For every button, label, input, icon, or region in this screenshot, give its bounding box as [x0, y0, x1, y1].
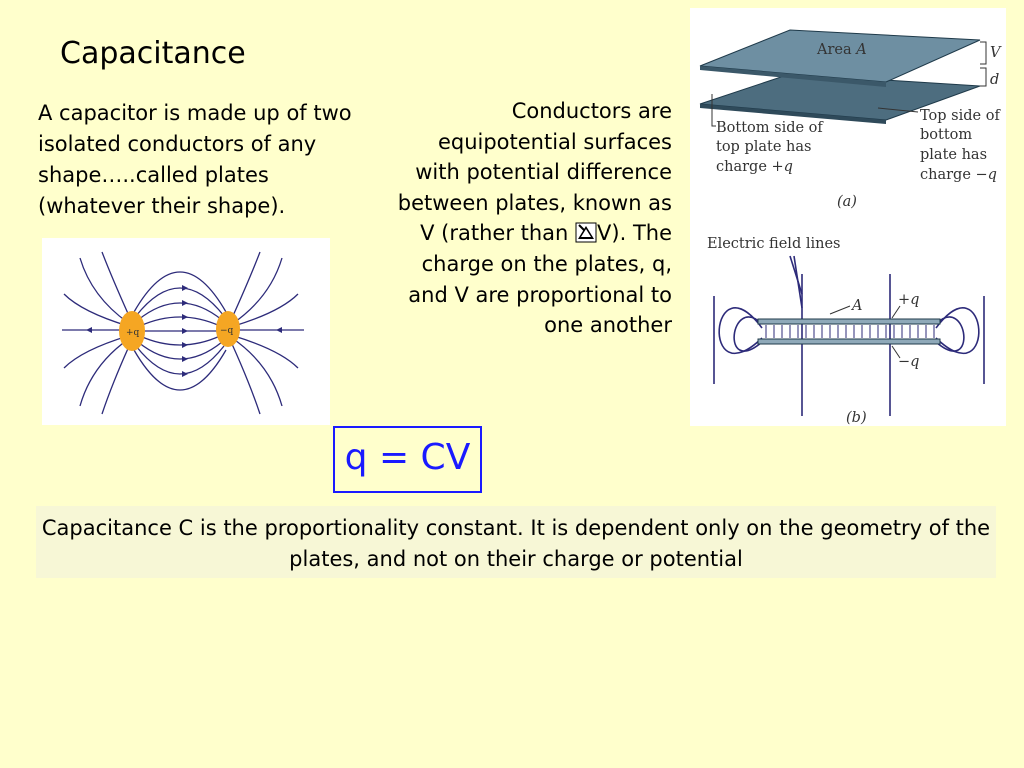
top-side-line2: bottom — [920, 127, 972, 143]
plus-q-label: +q — [126, 328, 140, 338]
area-label: Area A — [816, 42, 867, 58]
d-label: d — [990, 72, 999, 88]
parallel-plate-figure: Area A V d Bottom side of top plate has … — [690, 8, 1006, 426]
top-side-line3: plate has — [920, 147, 987, 163]
capacitance-equation: q = CV — [344, 437, 471, 478]
capacitance-definition: Capacitance C is the proportionality con… — [41, 516, 991, 571]
equation-box: q = CV — [333, 426, 482, 493]
top-plate — [699, 29, 981, 83]
dipole-field-lines — [62, 251, 304, 415]
field-arrows — [86, 285, 282, 377]
top-side-line1: Top side of — [920, 108, 1001, 124]
plate-dimension-marks — [711, 41, 987, 127]
top-side-line4: charge −q — [920, 167, 997, 183]
dipole-field-figure: +q −q — [42, 238, 330, 425]
fringe-field-lines — [713, 255, 985, 416]
equipotential-description: Conductors are equipotential surfaces wi… — [390, 96, 672, 341]
delta-v-glyph-icon — [575, 222, 597, 243]
negative-charge — [216, 311, 240, 347]
plus-q-label-b: +q — [898, 292, 919, 308]
caption-b: (b) — [846, 410, 867, 426]
equipotential-text-part2: V). The charge on the plates, q, and V a… — [408, 221, 672, 338]
minus-q-label-b: −q — [898, 354, 919, 370]
b-leader-lines — [829, 305, 901, 359]
efield-label: Electric field lines — [707, 236, 840, 252]
bottom-side-line2: top plate has — [716, 139, 811, 155]
plates-diagram — [699, 29, 981, 124]
bottom-side-line1: Bottom side of — [716, 120, 824, 136]
capacitor-description: A capacitor is made up of two isolated c… — [38, 101, 352, 218]
caption-a: (a) — [837, 194, 857, 210]
bottom-side-line3: charge +q — [716, 159, 793, 175]
v-label: V — [990, 45, 1002, 61]
equipotential-text-part1: Conductors are equipotential surfaces wi… — [397, 99, 672, 246]
field-plates-b — [757, 318, 941, 345]
slide-title: Capacitance — [60, 36, 246, 71]
a-label-b: A — [850, 298, 862, 314]
positive-charge — [119, 311, 145, 351]
definition-box: Capacitance C is the proportionality con… — [36, 506, 996, 578]
minus-q-label: −q — [220, 326, 234, 336]
uniform-field-arrows — [765, 325, 935, 338]
